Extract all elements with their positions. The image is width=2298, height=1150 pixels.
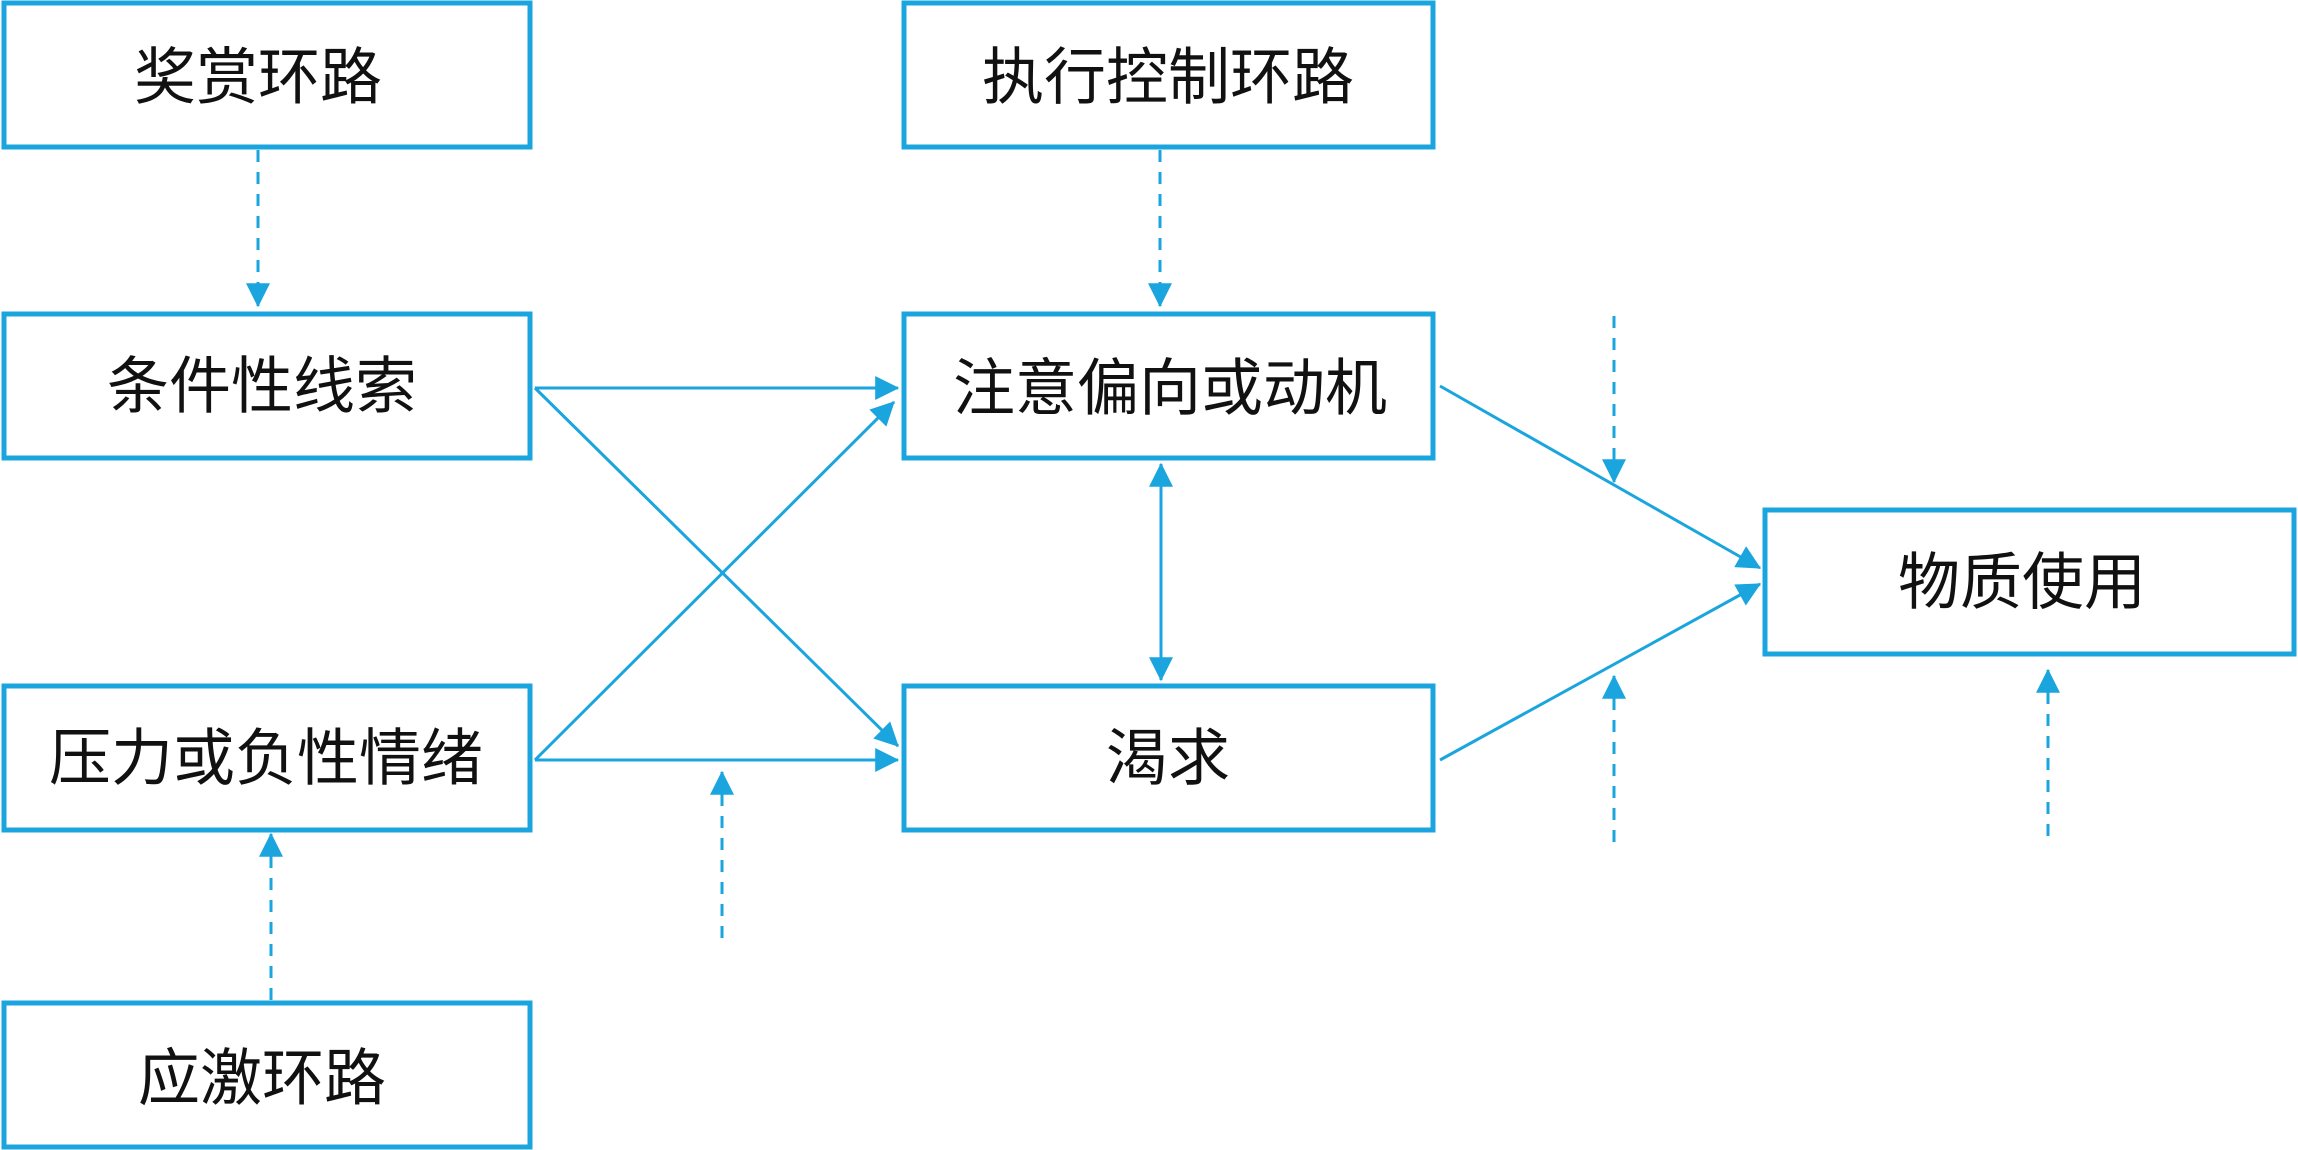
edge-stress-to-attention (533, 400, 896, 762)
node-substance-use: 物质使用 (1762, 507, 2297, 657)
node-craving: 渴求 (901, 683, 1436, 833)
node-executive-loop-label: 执行控制环路 (982, 41, 1354, 114)
edge-craving-to-substance (1439, 582, 1762, 762)
node-reward-loop-label: 奖赏环路 (134, 41, 382, 114)
node-conditioned-cue: 条件性线索 (1, 311, 533, 461)
node-substance-use-label: 物质使用 (1898, 546, 2146, 619)
edge-cue-to-craving (533, 386, 900, 748)
node-reward-loop: 奖赏环路 (1, 0, 533, 150)
node-attention-bias-label: 注意偏向或动机 (953, 352, 1387, 425)
node-craving-label: 渴求 (1106, 722, 1230, 795)
edge-attention-to-substance (1439, 384, 1762, 570)
node-stress-negative-emotion: 压力或负性情绪 (1, 683, 533, 833)
node-stress-negative-emotion-label: 压力或负性情绪 (49, 722, 483, 795)
edges (246, 150, 2060, 1000)
node-stress-loop: 应激环路 (1, 1000, 533, 1150)
node-executive-loop: 执行控制环路 (901, 0, 1436, 150)
node-conditioned-cue-label: 条件性线索 (107, 350, 417, 423)
node-stress-loop-label: 应激环路 (138, 1042, 386, 1115)
node-attention-bias: 注意偏向或动机 (901, 311, 1436, 461)
